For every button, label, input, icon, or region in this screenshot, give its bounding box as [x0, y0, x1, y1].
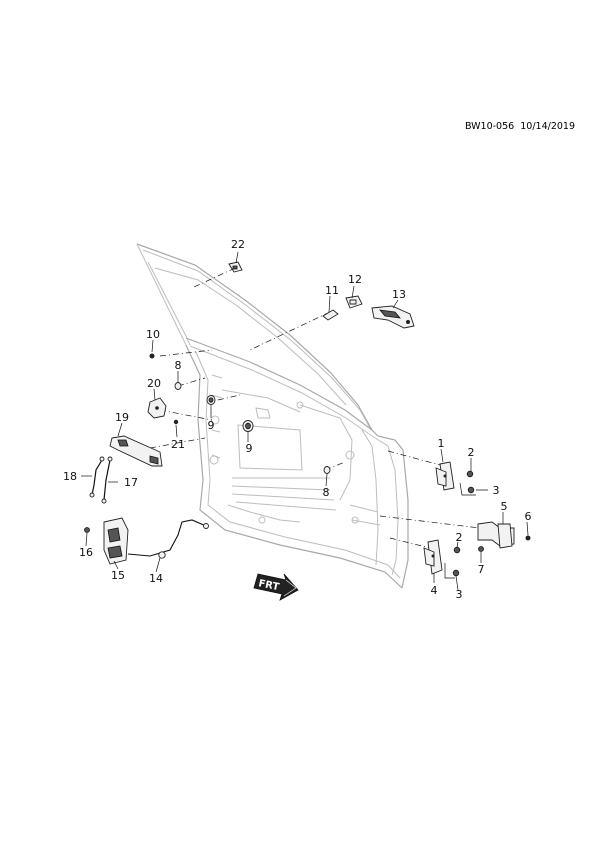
callout-18: 18: [63, 470, 77, 483]
callout-17: 17: [124, 476, 138, 489]
callout-8-upper: 8: [175, 359, 182, 372]
diagram-code-and-date: BW10-056 10/14/2019: [430, 121, 575, 132]
callout-10: 10: [146, 328, 160, 341]
callout-4: 4: [431, 584, 438, 597]
part-14-lock-cable: [127, 519, 209, 559]
part-20-bracket: [147, 397, 167, 419]
part-8-clip-upper: [174, 382, 182, 390]
front-door-outline: [136, 243, 409, 589]
part-7-bolt: [478, 546, 484, 552]
callout-2-upper: 2: [468, 446, 475, 459]
callout-22: 22: [231, 238, 245, 251]
callout-leaders: [81, 251, 529, 591]
part-8-clip-lower: [323, 466, 331, 474]
callout-numbers: 22 11 12 13 10 8 20 9 9 19 21 18 17 16 1…: [63, 238, 532, 601]
part-2-bolt-lower: [453, 546, 461, 554]
callout-21: 21: [171, 438, 185, 451]
part-15-door-latch: [103, 517, 129, 565]
part-4-lower-hinge: [423, 539, 443, 575]
part-13-outside-handle: [371, 305, 415, 329]
diagram-date: 10/14/2019: [520, 121, 575, 132]
front-direction-arrow: FRT: [253, 573, 299, 601]
part-18-rod: [89, 456, 105, 498]
part-1-upper-hinge: [435, 461, 455, 491]
callout-13: 13: [392, 288, 406, 301]
part-5-door-check: [477, 521, 515, 549]
part-10-grommet: [149, 353, 155, 359]
callout-1: 1: [438, 437, 445, 450]
callout-2-lower: 2: [456, 531, 463, 544]
callout-15: 15: [111, 569, 125, 582]
part-11-handle-seal: [322, 309, 339, 321]
callout-6: 6: [525, 510, 532, 523]
callout-19: 19: [115, 411, 129, 424]
part-6-bolt: [525, 535, 531, 541]
part-3-bolt-lower: [452, 569, 460, 577]
part-2-bolt-upper: [466, 470, 474, 478]
callout-3-upper: 3: [493, 484, 500, 497]
part-3-bolt-upper: [467, 486, 475, 494]
callout-9-lower: 9: [246, 442, 253, 455]
part-9-plug-upper: [206, 395, 216, 405]
callout-20: 20: [147, 377, 161, 390]
part-22-clip: [228, 261, 243, 273]
part-21-screw: [173, 419, 179, 425]
part-17-rod: [101, 456, 113, 504]
part-12-handle-bracket: [345, 295, 363, 309]
frt-label: FRT: [257, 578, 280, 593]
callout-14: 14: [149, 572, 163, 585]
diagram-code: BW10-056: [464, 121, 515, 132]
callout-16: 16: [79, 546, 93, 559]
callout-3-lower: 3: [456, 588, 463, 601]
assembly-lines: [149, 267, 481, 549]
callout-8-lower: 8: [323, 486, 330, 499]
callout-5: 5: [501, 500, 508, 513]
part-16-bolt: [84, 527, 90, 533]
callout-7: 7: [478, 563, 485, 576]
callout-9-upper: 9: [208, 419, 215, 432]
callout-11: 11: [325, 284, 339, 297]
callout-12: 12: [348, 273, 362, 286]
part-19-inside-handle: [109, 435, 163, 467]
part-9-plug-lower: [242, 420, 254, 432]
